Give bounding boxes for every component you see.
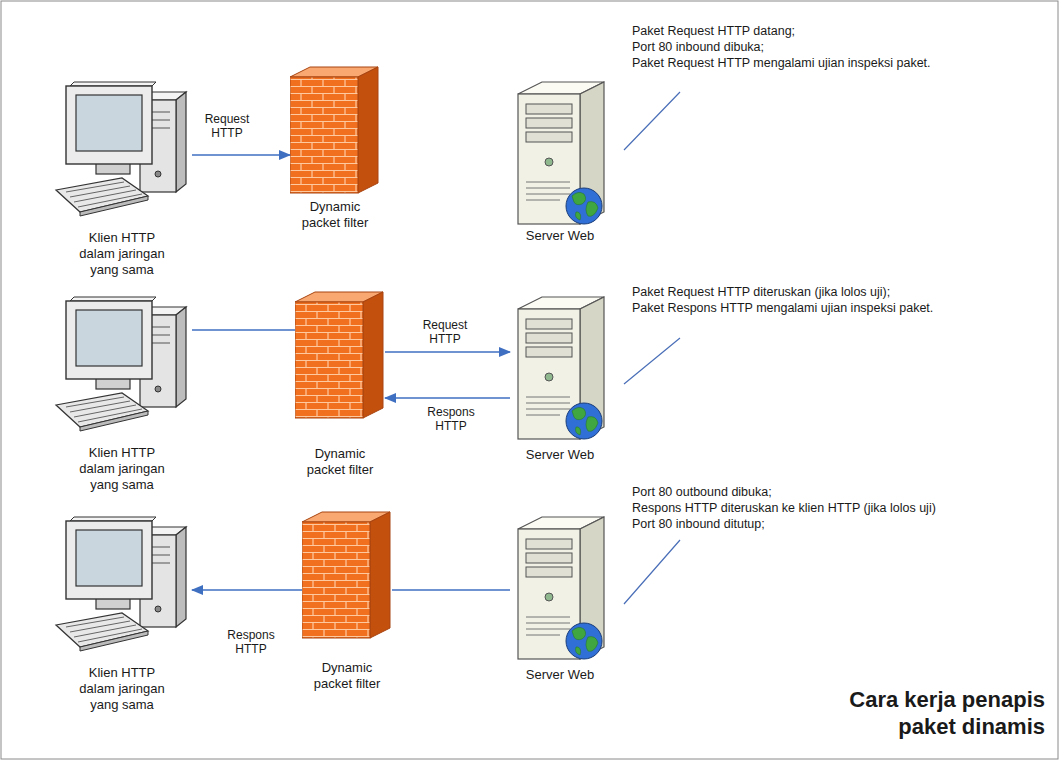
web-server: Server Web [510,78,610,244]
arrow [192,589,302,591]
client-computer: Klien HTTP dalam jaringan yang sama [52,513,192,713]
web-server: Server Web [510,513,610,683]
firewall: Dynamic packet filter [302,510,392,692]
arrow [385,397,510,399]
node-label: Klien HTTP dalam jaringan yang sama [70,665,174,713]
arrow [385,351,510,353]
node-label: Server Web [512,447,608,463]
client-computer: Klien HTTP dalam jaringan yang sama [52,78,192,278]
note-text: Respons HTTP diteruskan ke klien HTTP (j… [632,501,936,516]
node-label: Dynamic packet filter [296,446,384,478]
client-computer: Klien HTTP dalam jaringan yang sama [52,293,192,493]
firewall: Dynamic packet filter [295,290,385,478]
arrow [192,154,290,156]
node-label: Klien HTTP dalam jaringan yang sama [70,445,174,493]
note-text: Port 80 inbound ditutup; [632,517,765,532]
connector-line [192,329,295,331]
firewall: Dynamic packet filter [290,65,380,231]
node-label: Dynamic packet filter [303,660,391,692]
note-text: Paket Respons HTTP mengalami ujian inspe… [632,301,933,316]
connector-line [392,589,510,591]
note-text: Paket Request HTTP diteruskan (jika lolo… [632,285,890,300]
note-text: Port 80 inbound dibuka; [632,40,764,55]
edge-label: Request HTTP [200,112,254,140]
note-text: Port 80 outbound dibuka; [632,485,772,500]
edge-label: Request HTTP [418,318,472,346]
edge-label: Respons HTTP [424,405,478,433]
edge-label: Respons HTTP [224,628,278,656]
web-server: Server Web [510,293,610,463]
node-label: Server Web [512,228,608,244]
node-label: Server Web [512,667,608,683]
note-text: Paket Request HTTP datang; [632,24,795,39]
note-text: Paket Request HTTP mengalami ujian inspe… [632,56,931,71]
diagram-title: Cara kerja penapis paket dinamis [809,686,1045,740]
node-label: Dynamic packet filter [291,199,379,231]
node-label: Klien HTTP dalam jaringan yang sama [70,230,174,278]
